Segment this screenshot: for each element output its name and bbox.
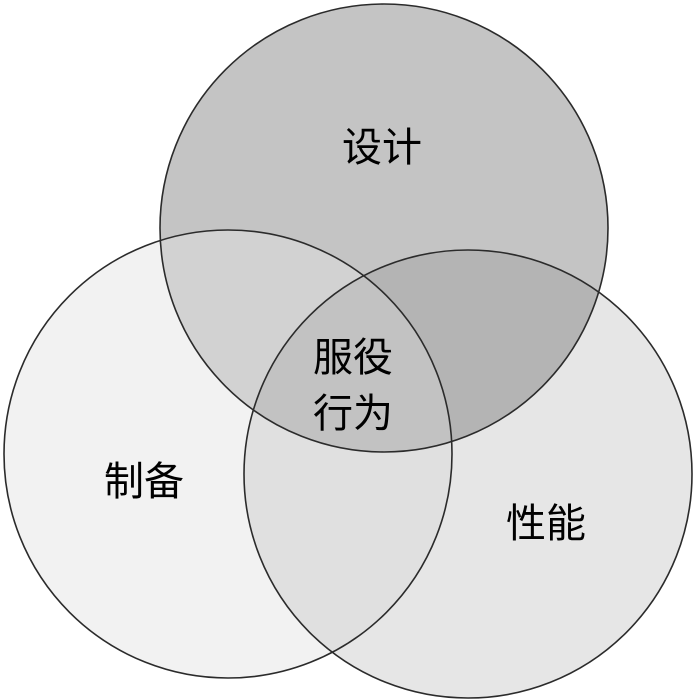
label-performance: 性能 [506,501,586,547]
circle-outline-performance [243,249,693,699]
label-service-behavior-line2: 行为 [313,391,393,437]
overlap-all-three [244,250,452,452]
label-fabrication: 制备 [104,459,184,505]
circle-outline-design [159,3,609,453]
circle-outline-fabrication [3,229,453,679]
label-service-behavior: 服役 行为 [313,330,393,442]
label-service-behavior-line1: 服役 [313,335,393,381]
label-design: 设计 [342,125,422,171]
